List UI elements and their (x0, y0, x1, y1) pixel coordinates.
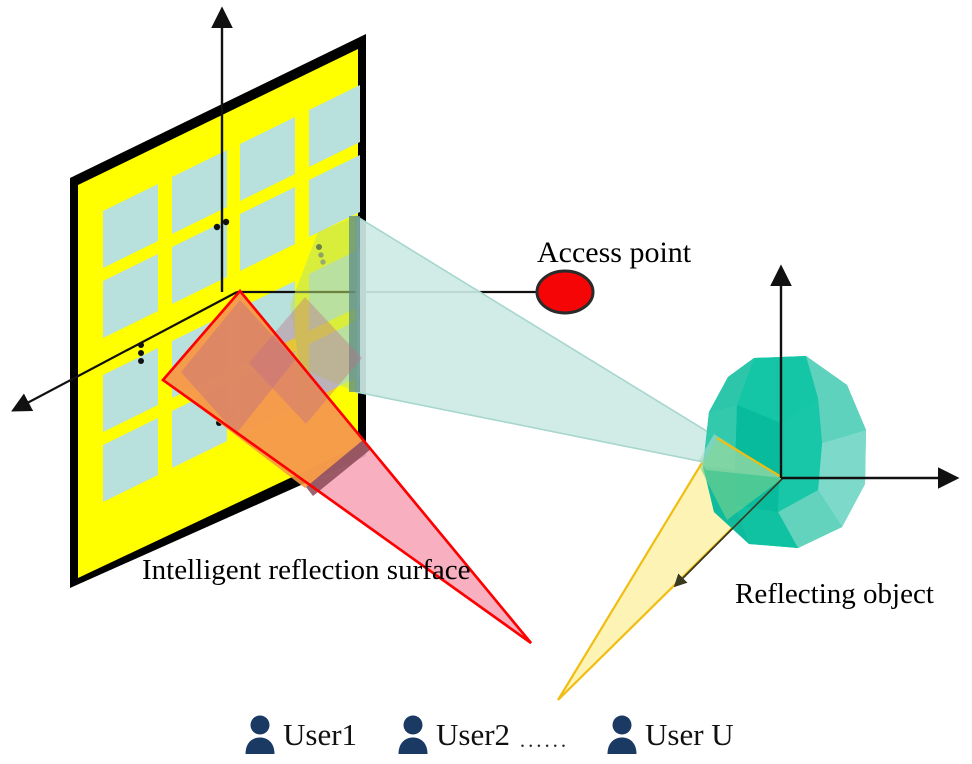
user-label: User U (645, 716, 734, 752)
beam-red-outline (161, 288, 533, 645)
object-coordinate-axes (770, 264, 960, 489)
person-icon (607, 715, 637, 754)
user-entry-1[interactable]: User1 (243, 714, 357, 754)
beam-red-on-panel (163, 291, 363, 488)
irs-axis-depth (11, 291, 238, 412)
polyhedron-facet (737, 356, 818, 423)
beam-teal-panel-edge (349, 216, 360, 392)
panel-tile (103, 418, 158, 502)
polyhedron-facet (778, 490, 842, 548)
panel-dot (138, 342, 144, 348)
beam-red-tile-overlay (181, 300, 295, 434)
panel-dot (213, 223, 221, 231)
person-icon (245, 715, 275, 754)
user-entry-u[interactable]: User U (605, 714, 734, 754)
irs-label: Intelligent reflection surface (142, 554, 471, 586)
polyhedron-facet (806, 356, 866, 443)
person-icon (398, 715, 428, 754)
panel-tile (103, 254, 158, 338)
beam-irs-to-users (161, 288, 533, 645)
user-entry-2[interactable]: User2 (396, 714, 510, 754)
reflecting-object-label: Reflecting object (735, 578, 934, 610)
panel-dot (138, 350, 144, 356)
user-label: User1 (283, 716, 358, 752)
user-label: User2 (436, 716, 511, 752)
polyhedron-facet (778, 398, 822, 512)
beam-yellow-arrow-top (673, 477, 784, 588)
panel-tile (172, 220, 227, 304)
panel-tile (309, 83, 360, 167)
panel-tile (103, 348, 158, 432)
polyhedron-facet (709, 358, 754, 412)
user-ellipsis: ······ (519, 734, 569, 758)
panel-tile (103, 184, 158, 268)
access-point-node[interactable] (535, 269, 595, 315)
access-point-ellipse[interactable] (535, 269, 595, 315)
beam-red-tile-overlay (249, 297, 362, 424)
panel-tile (240, 187, 295, 271)
panel-dot (138, 358, 144, 364)
beam-red-panel-edge (306, 440, 371, 496)
panel-tile (172, 150, 227, 234)
access-point-label: Access point (537, 236, 692, 269)
beam-teal-on-panel (290, 216, 356, 392)
panel-tile (240, 117, 295, 201)
beam-yellow-overlap-object (700, 438, 783, 520)
beam-irs-to-object (290, 214, 784, 479)
beam-yellow-edge-on-object (716, 437, 784, 479)
panel-dot (222, 218, 230, 226)
polyhedron-facet (735, 505, 798, 548)
